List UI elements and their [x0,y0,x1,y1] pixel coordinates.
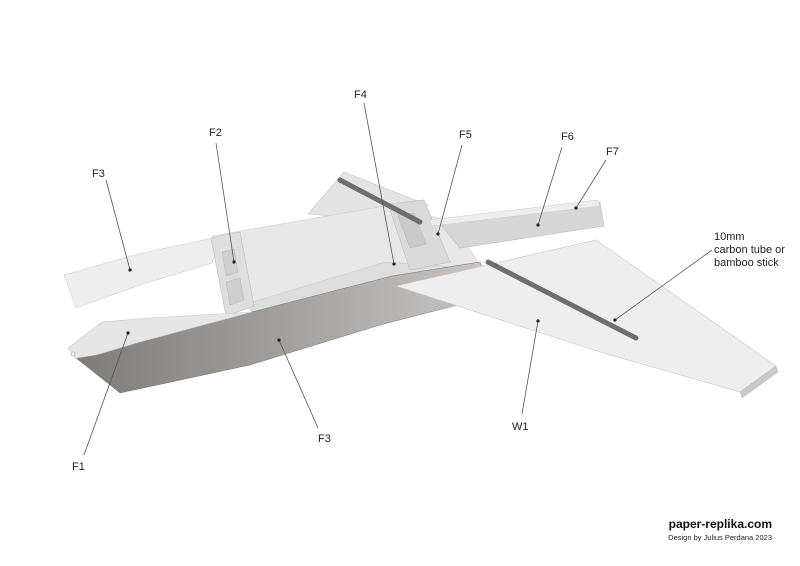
label-f3-bottom: F3 [318,433,331,445]
carbon-tube-front [485,259,639,341]
brand-block: paper-replika.com Design by Julius Perda… [668,517,772,542]
brand-site: paper-replika.com [668,517,772,531]
label-f4: F4 [354,89,367,101]
label-tube-line1: 10mm [714,231,745,243]
carbon-tube-rear [337,177,423,225]
label-f7: F7 [606,146,619,158]
wing-w1-edge [739,365,779,399]
label-w1: W1 [512,421,529,433]
label-f3-top: F3 [92,168,105,180]
label-f1: F1 [72,461,85,473]
label-f2: F2 [209,127,222,139]
panel-f1 [67,311,253,359]
bulkhead-f2-cutout [221,248,239,277]
nose-hole [70,351,76,357]
label-tube-line3: bamboo stick [714,257,779,269]
leader-lines [83,102,713,456]
panel-f7 [429,199,601,227]
brand-credit: Design by Julius Perdana 2023 [668,533,772,542]
label-f6: F6 [561,131,574,143]
panel-f3-upper [63,235,223,309]
label-f5: F5 [459,129,472,141]
label-tube-line2: carbon tube or [714,244,785,256]
bulkhead-f2-cutout-lower [225,277,245,306]
